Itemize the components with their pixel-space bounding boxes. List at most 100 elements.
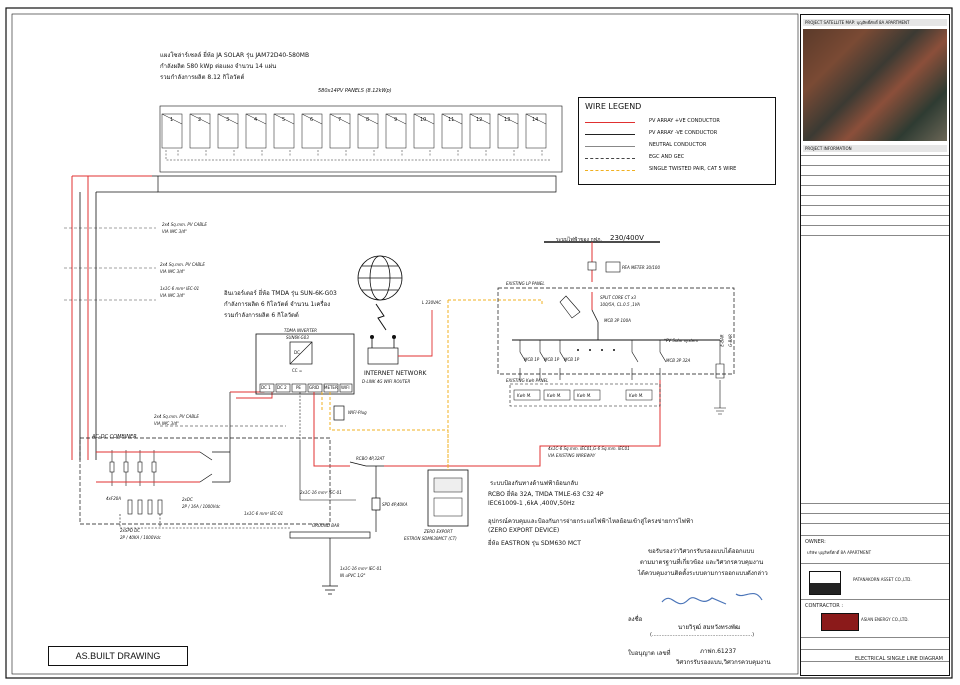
owner-name: บริษัท บุญสิทธิ์ศักดิ์ 8A APARTMENT — [807, 550, 872, 555]
tb-row — [801, 225, 949, 226]
panel-number-5: 5 — [282, 117, 286, 123]
cable-note-5: 2x1C-16 mm² IEC-01 — [300, 490, 342, 495]
cable-note-7b: IN uPVC 1/2" — [340, 573, 366, 578]
panel-number-3: 3 — [226, 117, 230, 123]
designer-logo — [809, 571, 841, 595]
inverter-title-1: TDMA INVERTER — [284, 328, 317, 333]
cable-note-8a: 4x1C-6 Sq.mm. IEC01,G-6 Sq.mm. IEC01 — [548, 446, 630, 451]
legend-row: NEUTRAL CONDUCTOR — [585, 142, 771, 152]
combiner-fuses — [109, 461, 163, 515]
panel-number-7: 7 — [338, 117, 342, 123]
lp-panel — [497, 287, 735, 375]
tb-row — [801, 649, 949, 650]
legend-swatch — [585, 122, 635, 123]
pv-note-line2: กำลังผลิต 580 kWp ต่อแผง จำนวน 14 แผ่น — [160, 63, 277, 70]
router-icon — [367, 347, 399, 365]
legend-label: PV ARRAY -VE CONDUCTOR — [649, 130, 718, 136]
panel-number-12: 12 — [476, 117, 483, 123]
cable-note-8b: VIA EXISTING WIREWAY — [548, 453, 596, 458]
engineer-role: วิศวกรรับรองแบบ,วิศวกรควบคุมงาน — [676, 659, 771, 666]
pv-panels — [161, 113, 547, 149]
kwh-panel — [509, 383, 661, 407]
protection-line4: อุปกรณ์ควบคุมและป้องกันการจ่ายกระแสไฟฟ้า… — [488, 518, 694, 525]
legend-row: EGC AND GEC — [585, 154, 771, 164]
tb-row — [801, 235, 949, 236]
kwh-meter-2: Kwh M. — [547, 393, 562, 398]
kwh-meter-3: Kwh M. — [577, 393, 592, 398]
tb-row — [801, 513, 949, 514]
inverter-title-2: SUN6K-G03 — [286, 335, 309, 340]
cable-note-4a: 2x4 Sq.mm. PV CABLE — [154, 414, 199, 419]
pv-array-frame — [159, 105, 563, 173]
inverter-note-line1: อินเวอร์เตอร์ ยี่ห้อ TMDA รุ่น SUN-6K-G0… — [224, 290, 337, 297]
inverter-dc-label: DC — [294, 350, 300, 355]
internet-globe-icon — [357, 255, 403, 301]
engineer-signature — [661, 592, 763, 605]
cable-note-7a: 1x1C-16 mm² IEC-01 — [340, 566, 382, 571]
ct-label-2: 100/5A, CL.0.5 ,1VA — [600, 302, 640, 307]
wifi-plug-label: WIFI-Plug — [348, 410, 367, 415]
legend-row: SINGLE TWISTED PAIR, CAT 5 WIRE — [585, 166, 771, 176]
ground-bar — [289, 531, 371, 539]
cert-line3: ได้ควบคุมงานติดตั้งระบบตามการออกแบบดังกล… — [638, 570, 768, 577]
designer-name: PATANAKORN ASSET CO.,LTD. — [853, 577, 912, 582]
inverter-box — [255, 333, 355, 395]
tb-row — [801, 599, 949, 600]
router-supply: L 230VAC — [422, 300, 442, 305]
mcb-1p-a: MCB 1P — [524, 357, 540, 362]
pv-solar-system: *PV Solar system — [664, 338, 699, 343]
lp-panel-label: EXISTING LP PANEL — [506, 281, 545, 286]
satellite-photo — [803, 29, 947, 141]
mcb-main: MCB 3P 100A — [604, 318, 631, 323]
g-bar-label: G-BAR — [727, 334, 733, 347]
cable-note-4b: VIA IMC 3/4" — [154, 421, 179, 426]
legend-title: WIRE LEGEND — [585, 102, 642, 111]
tb-row — [801, 175, 949, 176]
legend-swatch — [585, 134, 635, 135]
tb-row — [801, 563, 949, 564]
legend-swatch — [585, 170, 635, 171]
tb-row — [801, 185, 949, 186]
cert-line2: ตามมาตรฐานที่เกี่ยวข้อง และวิศวกรควบคุมง… — [640, 559, 764, 566]
wire-legend: WIRE LEGEND PV ARRAY +VE CONDUCTOR PV AR… — [578, 97, 776, 185]
inverter-cc-label: CC = — [292, 368, 303, 373]
mcb-pv: MCB 3P 32A — [666, 358, 691, 363]
pv-note-line3: รวมกำลังการผลิต 8.12 กิโลวัตต์ — [160, 74, 245, 81]
protection-line5: (ZERO EXPORT DEVICE) — [488, 527, 560, 534]
contractor-logo — [821, 613, 859, 631]
tb-row — [801, 205, 949, 206]
ground-bar-label: GROUND BAR — [312, 523, 340, 528]
cable-note-6: 1x1C-6 mm² IEC-01 — [244, 511, 284, 516]
meter-label-1: ZERO EXPORT — [424, 529, 453, 534]
protection-line2: RCBO ยี่ห้อ 32A, TMDA TMLE-63 C32 4P — [488, 491, 604, 498]
tb-row — [801, 155, 949, 156]
tb-row — [801, 165, 949, 166]
spd-ac-label: SPD 4P,40KA — [382, 502, 408, 507]
spd-dc-1: 2xSPD DC — [120, 528, 141, 533]
panel-number-6: 6 — [310, 117, 314, 123]
drawing-title: ELECTRICAL SINGLE LINE DIAGRAM — [855, 656, 943, 662]
tb-row — [801, 523, 949, 524]
terminal-dc1: DC 1 — [261, 385, 271, 390]
spd-dc-2: 2P / 40KA / 1000Vdc — [120, 535, 161, 540]
cable-note-2b: VIA IMC 3/4" — [160, 269, 185, 274]
legend-label: EGC AND GEC — [649, 154, 685, 160]
legend-label: PV ARRAY +VE CONDUCTOR — [649, 118, 720, 124]
legend-label: NEUTRAL CONDUCTOR — [649, 142, 707, 148]
dc-switch-1: 2xDC — [182, 497, 193, 502]
project-info-header: PROJECT INFORMATION — [803, 145, 947, 152]
terminal-wifi: WIFI — [341, 385, 350, 390]
sign-label: ลงชื่อ — [628, 616, 643, 623]
mcb-1p-c: MCB 1P — [564, 357, 580, 362]
kwh-meter-1: Kwh M. — [517, 393, 532, 398]
pv-note-line1: แผงโซล่าร์เซลล์ ยี่ห้อ JA SOLAR รุ่น JAM… — [160, 52, 310, 59]
as-built-stamp: AS.BUILT DRAWING — [48, 646, 188, 666]
panel-number-9: 9 — [394, 117, 398, 123]
tb-row — [801, 195, 949, 196]
tb-row — [801, 215, 949, 216]
combiner-fuse: 4xF20A — [106, 496, 122, 501]
license-no: ภาฟก.61237 — [700, 648, 737, 655]
license-label: ใบอนุญาต เลขที่ — [628, 650, 671, 657]
